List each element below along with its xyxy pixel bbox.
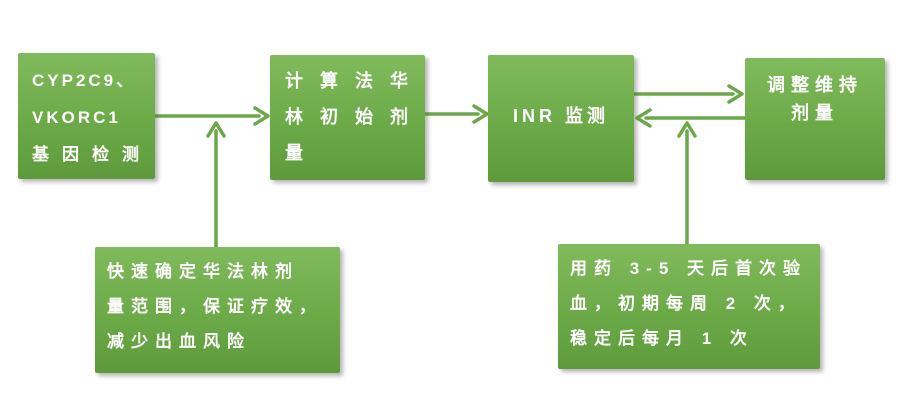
- inr-monitoring-box: INR 监测: [488, 55, 634, 182]
- maintenance-dose-line-2: 剂量: [791, 103, 839, 123]
- inr-monitoring-label: INR 监测: [513, 105, 609, 126]
- initial-dose-line-1: 计算法华: [285, 71, 425, 91]
- blood-test-note-line-1: 用药 3-5 天后首次验: [570, 259, 808, 278]
- arrow-inr-to-adjust: [632, 84, 744, 104]
- blood-test-note-line-3: 稳定后每月 1 次: [570, 329, 754, 348]
- initial-dose-line-3: 量: [285, 143, 320, 163]
- arrow-adjust-to-inr: [635, 108, 747, 128]
- initial-dose-box: 计算法华 林初始剂 量: [270, 55, 425, 180]
- dose-range-note: 快速确定华法林剂 量范围，保证疗效， 减少出血风险: [95, 247, 340, 373]
- blood-test-note: 用药 3-5 天后首次验 血，初期每周 2 次， 稳定后每月 1 次: [558, 244, 820, 369]
- dose-range-note-line-3: 减少出血风险: [107, 332, 251, 351]
- initial-dose-line-2: 林初始剂: [285, 107, 425, 127]
- maintenance-dose-line-1: 调整维持: [767, 75, 863, 95]
- arrow-gene-to-initial: [153, 106, 270, 126]
- gene-test-line-2: VKORC1: [32, 108, 121, 127]
- arrow-initial-to-inr: [423, 104, 489, 124]
- arrow-note-left-up: [206, 121, 226, 249]
- maintenance-dose-box: 调整维持 剂量: [745, 58, 885, 180]
- gene-test-line-1: CYP2C9、: [32, 71, 137, 90]
- blood-test-note-line-2: 血，初期每周 2 次，: [570, 294, 802, 313]
- gene-test-box: CYP2C9、 VKORC1 基因检测: [18, 53, 155, 179]
- arrow-note-right-up: [677, 121, 697, 246]
- dose-range-note-line-2: 量范围，保证疗效，: [107, 297, 323, 316]
- gene-test-line-3: 基因检测: [32, 145, 152, 164]
- dose-range-note-line-1: 快速确定华法林剂: [107, 262, 299, 281]
